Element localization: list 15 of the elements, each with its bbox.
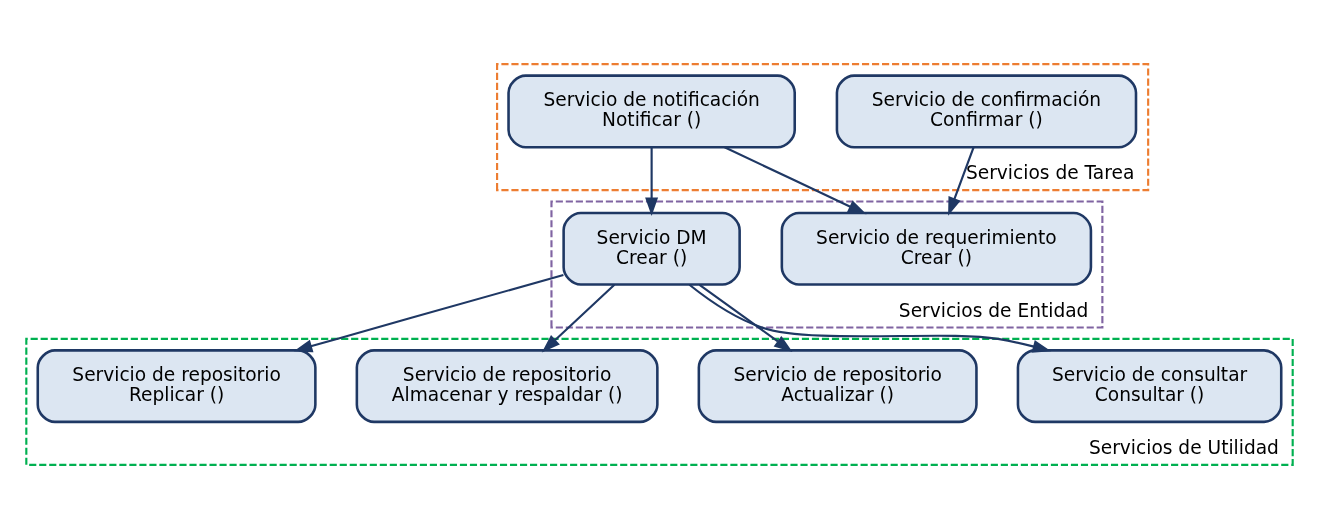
node-box: Servicio de requerimiento Crear () bbox=[780, 211, 1093, 286]
node-box: Servicio de repositorio Almacenar y respaldar () bbox=[355, 349, 659, 424]
node-box: Servicio de consultar Consultar () bbox=[1016, 349, 1283, 424]
arrow bbox=[293, 273, 564, 353]
arrow bbox=[688, 283, 1052, 353]
node-box: Servicio de repositorio Actualizar () bbox=[697, 349, 978, 424]
node-box: Servicio DM Crear () bbox=[562, 211, 741, 286]
node-box: Servicio de confirmación Confirmar () bbox=[835, 74, 1138, 149]
arrow bbox=[645, 147, 659, 217]
arrow bbox=[698, 283, 793, 353]
node-box: Servicio de notificación Notificar () bbox=[507, 74, 796, 149]
node-box: Servicio de repositorio Replicar () bbox=[36, 349, 317, 424]
arrow bbox=[724, 146, 867, 215]
arrow bbox=[948, 147, 975, 216]
arrow bbox=[541, 284, 616, 353]
